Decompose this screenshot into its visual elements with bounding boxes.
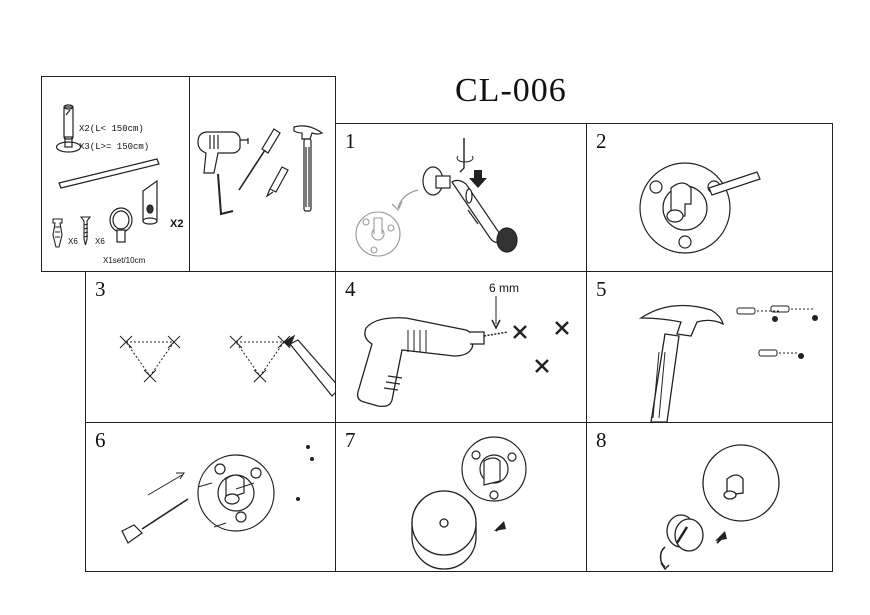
drill-size-label: 6 mm (489, 281, 519, 295)
pencil-icon (265, 166, 289, 198)
step-4-number: 4 (345, 277, 356, 301)
step-1-number: 1 (345, 129, 356, 153)
anchor-qty-label: X6 (68, 237, 78, 246)
wall-plate-icon (355, 211, 401, 257)
wall-anchor-icon (736, 305, 813, 357)
step-1-panel: 1 (335, 123, 587, 272)
drill-icon (356, 317, 485, 408)
page-title: CL-006 (455, 72, 567, 109)
screw-icon (79, 216, 92, 246)
arrow-icon (147, 472, 185, 496)
drill-icon (197, 131, 249, 174)
parts-panel: X2(L< 150cm) X3(L>= 150cm) X6 X6 X1set/1… (41, 76, 190, 272)
step-2-panel: 2 (586, 123, 833, 272)
bracket-long-label: X3(L>= 150cm) (79, 142, 150, 152)
hex-key-icon (456, 138, 474, 173)
finial-icon (142, 179, 158, 225)
step-6-panel: 6 (85, 422, 337, 572)
step-2-number: 2 (596, 129, 607, 153)
curved-arrow-icon (391, 189, 419, 212)
screwdriver-icon (121, 498, 189, 544)
wall-anchor-icon (52, 218, 63, 248)
step-6-drawing (121, 445, 314, 544)
step-5-drawing (638, 304, 818, 423)
step-7-panel: 7 (335, 422, 587, 572)
step-7-drawing (411, 436, 527, 570)
pencil-icon (282, 334, 341, 397)
bracket-icon (55, 104, 82, 153)
tools-panel (189, 76, 336, 272)
curtain-rod-icon (58, 158, 160, 189)
mark-crosses (513, 321, 569, 373)
finial-cap-icon (411, 490, 477, 570)
parts-drawing (52, 104, 160, 248)
hole-dot (772, 315, 818, 359)
hex-key-icon (708, 171, 761, 196)
bracket-short-label: X2(L< 150cm) (79, 124, 144, 134)
bracket-assembly-icon (422, 166, 518, 253)
step-6-number: 6 (95, 428, 106, 452)
wall-plate-icon (197, 454, 275, 532)
screw-qty-label: X6 (95, 237, 105, 246)
step-4-panel: 4 6 mm (335, 271, 587, 423)
step-3-number: 3 (95, 277, 106, 301)
step-8-number: 8 (596, 428, 607, 452)
finial-qty-label: X2 (170, 218, 184, 230)
hammer-icon (638, 304, 724, 423)
step-3-panel: 3 (85, 271, 341, 423)
screw-icon (197, 445, 314, 528)
step-7-number: 7 (345, 428, 356, 452)
wall-plate-icon (461, 436, 527, 502)
step-8-panel: 8 (586, 422, 833, 572)
arrow-icon (715, 531, 727, 544)
marking-triangle-right (229, 335, 291, 383)
down-arrow-icon (469, 170, 487, 188)
tools-drawing (197, 125, 324, 216)
hammer-icon (293, 125, 324, 212)
end-knob-icon (666, 514, 704, 552)
step-8-drawing (659, 444, 780, 571)
arrow-icon (494, 521, 506, 532)
step-1-drawing (355, 138, 518, 257)
hex-key-icon (217, 173, 234, 216)
step-4-drawing (356, 296, 569, 408)
ring-set-label: X1set/10cm (103, 256, 146, 265)
step-2-drawing (639, 162, 761, 254)
step-5-panel: 5 (586, 271, 833, 423)
marking-triangle-left (119, 335, 181, 383)
curtain-ring-icon (109, 207, 133, 243)
screwdriver-icon (238, 128, 281, 191)
rotate-arrow-icon (659, 546, 670, 571)
step-5-number: 5 (596, 277, 607, 301)
wall-plate-icon (639, 162, 731, 254)
drill-bit-icon (483, 296, 509, 337)
finial-cap-icon (702, 444, 780, 522)
step-3-drawing (119, 334, 341, 397)
